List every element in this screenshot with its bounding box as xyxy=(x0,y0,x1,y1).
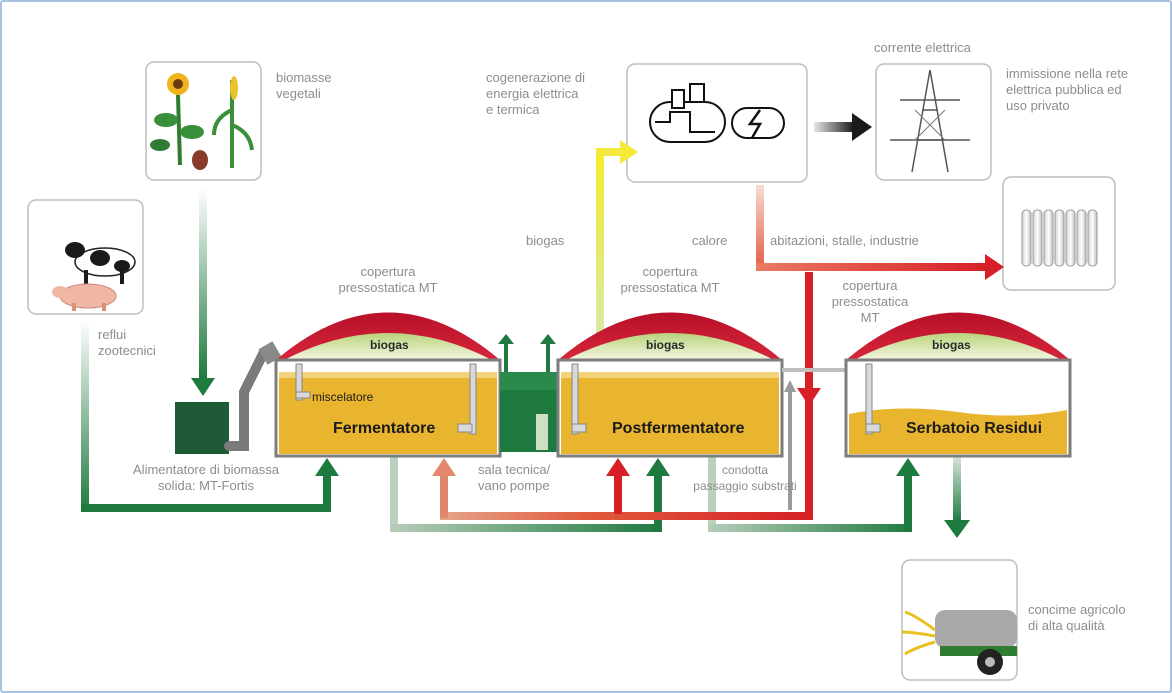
gas-label-2: biogas xyxy=(646,338,685,352)
serbatoio-label: Serbatoio Residui xyxy=(906,420,1043,437)
gas-label-3: biogas xyxy=(932,338,971,352)
cogeneration-unit-icon xyxy=(626,63,808,183)
fertilizer-tanker-icon xyxy=(901,559,1018,681)
digestate-out-arrow xyxy=(944,450,970,538)
fermentatore-tank xyxy=(274,312,502,458)
cover-label-1: copertura pressostatica MT xyxy=(338,264,438,295)
solid-biomass-feeder xyxy=(175,341,282,454)
heat-flow-arrow xyxy=(756,185,1004,280)
mixer-label: miscelatore xyxy=(312,390,374,404)
grid-label: immissione nella rete elettrica pubblica… xyxy=(1006,66,1129,113)
postfermentatore-tank xyxy=(556,312,784,458)
feeder-label: Alimentatore di biomassa solida: MT-Fort… xyxy=(133,462,279,493)
cover-label-3: copertura pressostatica MT xyxy=(831,278,909,325)
biogas-flow-arrow xyxy=(596,140,638,338)
cogeneration-label: cogenerazione di energia elettrica e ter… xyxy=(486,70,586,117)
radiator-icon xyxy=(1002,176,1116,291)
cover-label-2: copertura pressostatica MT xyxy=(620,264,720,295)
serbatoio-residui-tank xyxy=(844,312,1072,458)
heat-return-arrow xyxy=(432,272,821,520)
biomass-label: biomasse vegetali xyxy=(276,70,332,101)
substrate-pipe-arrow xyxy=(784,380,796,510)
postfermentatore-label: Postfermentatore xyxy=(612,420,745,437)
biomass-flow-arrow xyxy=(191,188,215,396)
power-pylon-icon xyxy=(875,63,992,181)
substrate-flow-arrow-1 xyxy=(390,452,670,532)
pipe-label: condotta passaggio substrati xyxy=(693,463,797,493)
heat-label: calore xyxy=(692,233,728,248)
gas-label-1: biogas xyxy=(370,338,409,352)
heat-users-label: abitazioni, stalle, industrie xyxy=(770,233,919,248)
biomass-plants-icon xyxy=(145,61,262,181)
livestock-icon xyxy=(27,199,144,315)
tech-room-label: sala tecnica/ vano pompe xyxy=(478,462,551,493)
substrate-flow-arrow-2 xyxy=(708,452,920,532)
manure-flow-arrow xyxy=(81,320,339,512)
manure-label: reflui zootecnici xyxy=(98,327,156,358)
fertilizer-label: concime agricolo di alta qualità xyxy=(1028,602,1126,633)
technical-room xyxy=(498,334,558,452)
biogas-flow-label: biogas xyxy=(526,233,565,248)
electricity-label: corrente elettrica xyxy=(874,40,971,55)
electricity-flow-arrow xyxy=(814,113,872,141)
fermentatore-label: Fermentatore xyxy=(333,420,436,437)
connecting-pipe xyxy=(782,368,846,372)
